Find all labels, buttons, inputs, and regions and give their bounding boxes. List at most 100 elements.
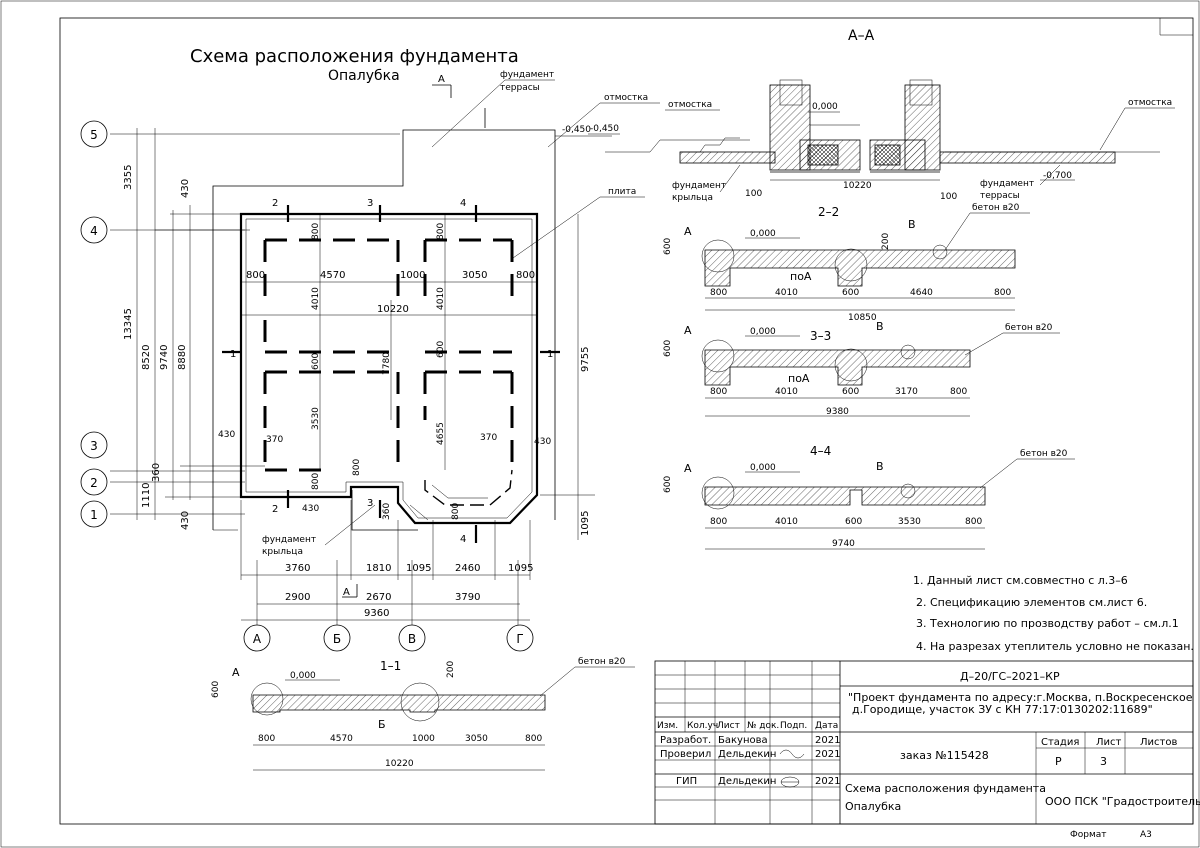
axis-a-label: А [253,632,262,646]
svg-text:800: 800 [965,517,982,527]
svg-text:9740: 9740 [159,345,170,370]
svg-text:Проверил: Проверил [660,749,711,760]
svg-text:360: 360 [382,503,392,520]
svg-text:А: А [684,462,692,475]
svg-text:3050: 3050 [462,270,487,281]
svg-text:0,000: 0,000 [750,229,776,239]
svg-text:3170: 3170 [895,387,918,397]
organization: ООО ПСК "Градостроитель" [1045,795,1200,808]
svg-text:3355: 3355 [123,165,134,190]
section-aa: А–А 0,000 10220 100 100 -0,450 -0,700 от… [588,28,1175,203]
svg-text:100: 100 [940,192,957,202]
section-4-4: 4–4 А В 0,000 бетон в20 600 800 4010 600… [663,444,1075,550]
terrace-outline [212,129,556,530]
axis-b-label: Б [333,632,341,646]
axis-v-label: В [408,632,416,646]
svg-text:1000: 1000 [412,734,435,744]
svg-text:4655: 4655 [436,422,446,445]
svg-text:10220: 10220 [843,181,872,191]
svg-text:В: В [876,460,884,473]
svg-text:600: 600 [211,681,221,698]
svg-text:430: 430 [302,504,319,514]
drawing-title2: Опалубка [845,800,901,813]
svg-text:4: 4 [460,534,466,545]
sheet-value: 3 [1100,755,1107,768]
inner-frame [59,17,1194,825]
svg-text:Листов: Листов [1140,737,1177,748]
svg-text:крыльца: крыльца [262,547,303,557]
svg-text:4010: 4010 [775,517,798,527]
svg-text:370: 370 [480,433,497,443]
svg-text:бетон в20: бетон в20 [1005,323,1053,333]
label-otmostka: отмостка [604,93,648,103]
svg-text:-0,450: -0,450 [590,124,619,134]
svg-text:террасы: террасы [980,191,1020,201]
svg-text:3530: 3530 [898,517,921,527]
svg-text:Стадия: Стадия [1041,737,1079,748]
section-1-1: 1–1 А Б 0,000 бетон в20 600 200 800 4570… [211,657,635,771]
svg-text:№ док.: № док. [747,721,779,731]
svg-text:4640: 4640 [910,288,933,298]
svg-text:ГИП: ГИП [676,776,697,787]
svg-text:9755: 9755 [580,347,591,372]
label-terrace: фундамент [500,70,554,80]
svg-text:Дата: Дата [815,721,838,731]
svg-text:600: 600 [842,288,859,298]
svg-text:-0,700: -0,700 [1043,171,1072,181]
svg-text:10850: 10850 [848,313,877,323]
svg-text:7780: 7780 [382,352,392,375]
svg-text:3: 3 [367,198,373,209]
axis-2-bubble [80,468,108,496]
svg-text:А: А [343,587,350,598]
axis-4-bubble [80,216,108,244]
svg-text:10220: 10220 [385,759,414,769]
label-plita: плита [608,187,636,197]
svg-text:Лист: Лист [717,721,740,731]
svg-text:1: 1 [230,349,236,360]
svg-text:800: 800 [950,387,967,397]
svg-text:Подп.: Подп. [780,721,807,731]
drawing-title: Схема расположения фундамента [845,782,1046,795]
svg-text:2021: 2021 [815,735,840,746]
svg-text:Дельдекин: Дельдекин [718,749,776,760]
svg-text:800: 800 [710,387,727,397]
svg-text:430: 430 [180,511,191,530]
svg-text:1–1: 1–1 [380,659,401,673]
svg-text:Дельдекин: Дельдекин [718,776,776,787]
axis-2-label: 2 [90,476,98,490]
svg-text:крыльца: крыльца [672,193,713,203]
svg-text:8520: 8520 [141,345,152,370]
svg-text:2021: 2021 [815,749,840,760]
svg-text:600: 600 [845,517,862,527]
plan-subtitle: Опалубка [328,68,400,84]
svg-text:Изм.: Изм. [657,721,678,731]
axis-5-label: 5 [90,128,98,142]
svg-text:370: 370 [266,435,283,445]
axis-g-bubble [506,624,534,652]
svg-text:1095: 1095 [580,511,591,536]
note-2: 2. Спецификацию элементов см.лист 6. [916,596,1147,609]
svg-text:Бакунова: Бакунова [718,735,768,746]
svg-text:600: 600 [842,387,859,397]
svg-text:800: 800 [451,503,461,520]
svg-text:3530: 3530 [311,407,321,430]
svg-text:4010: 4010 [775,288,798,298]
svg-text:Б: Б [378,718,386,731]
porch-outline [351,490,418,531]
project-line2: д.Городище, участок ЗУ с КН 77:17:013020… [852,703,1153,716]
axis-4-label: 4 [90,224,98,238]
svg-text:А: А [232,666,240,679]
svg-text:бетон в20: бетон в20 [578,657,626,667]
notes: 1. Данный лист см.совместно с л.3–6 2. С… [913,574,1194,653]
svg-text:4010: 4010 [436,287,446,310]
svg-text:2: 2 [272,198,278,209]
svg-text:800: 800 [436,223,446,240]
svg-text:800: 800 [710,517,727,527]
svg-text:В: В [876,320,884,333]
note-1: 1. Данный лист см.совместно с л.3–6 [913,574,1128,587]
svg-text:0,000: 0,000 [290,671,316,681]
svg-text:2670: 2670 [366,592,391,603]
axis-5-bubble [80,120,108,148]
